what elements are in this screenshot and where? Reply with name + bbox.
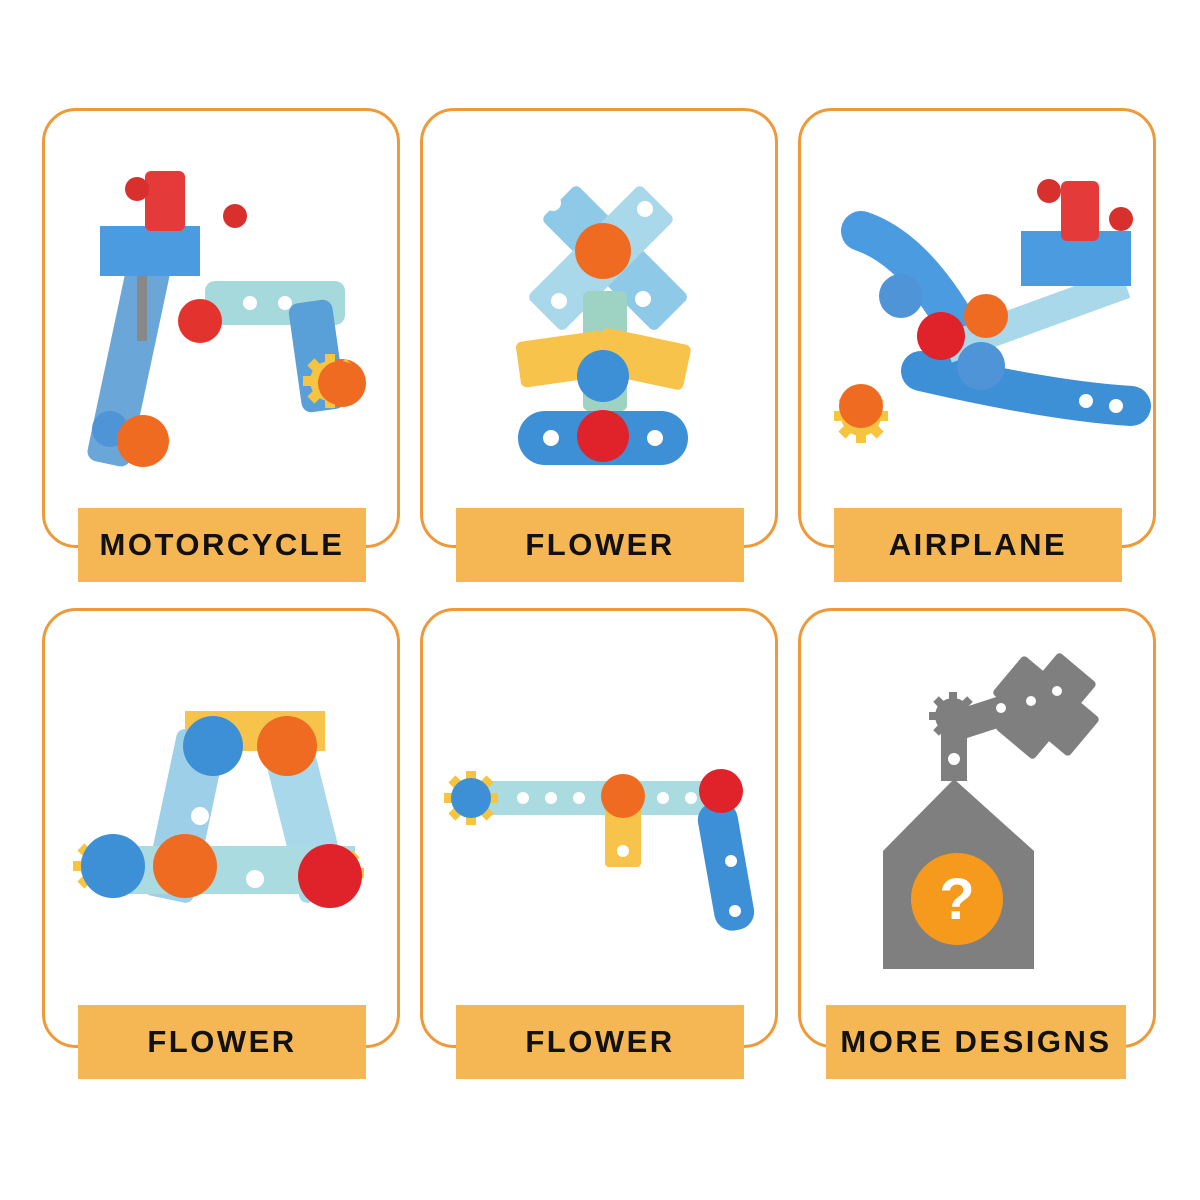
svg-text:?: ? bbox=[939, 867, 974, 932]
card-label: AIRPLANE bbox=[834, 508, 1122, 582]
card-label: FLOWER bbox=[78, 1005, 366, 1079]
card-label: FLOWER bbox=[456, 508, 744, 582]
flower-arm-toy-icon bbox=[444, 769, 755, 931]
design-card-flower-2[interactable]: FLOWER bbox=[42, 608, 400, 1079]
design-card-flower-1[interactable]: FLOWER bbox=[420, 108, 778, 582]
design-card-flower-3[interactable]: FLOWER bbox=[420, 608, 778, 1079]
card-label: FLOWER bbox=[456, 1005, 744, 1079]
flower-toy-icon bbox=[516, 186, 691, 465]
card-label: MORE DESIGNS bbox=[826, 1005, 1126, 1079]
design-card-airplane[interactable]: AIRPLANE bbox=[798, 108, 1156, 582]
flower-frame-toy-icon bbox=[73, 711, 364, 908]
motorcycle-toy-icon bbox=[87, 171, 366, 467]
design-card-more-designs[interactable]: ? MORE DESIGNS bbox=[798, 608, 1156, 1079]
airplane-toy-icon bbox=[834, 179, 1151, 443]
card-label: MOTORCYCLE bbox=[78, 508, 366, 582]
design-card-motorcycle[interactable]: MOTORCYCLE bbox=[42, 108, 400, 582]
question-mark-icon: ? bbox=[883, 653, 1099, 969]
